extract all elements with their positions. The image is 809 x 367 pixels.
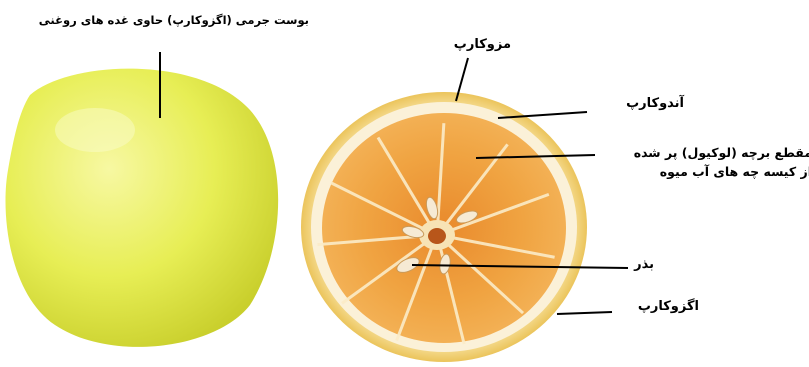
whole-lemon: [5, 69, 278, 347]
label-mesocarp: مزوکارپ: [454, 38, 511, 53]
label-endocarp: آندوکارپ: [626, 97, 684, 112]
whole-lemon-highlight: [55, 108, 135, 152]
leader-exocarp: [557, 312, 612, 314]
cut-lemon: [301, 92, 587, 362]
label-exocarp: اگزوکارپ: [638, 300, 699, 315]
label-segment-line2: از کیسه چه های آب میوه: [660, 165, 809, 179]
core-center: [428, 228, 446, 244]
whole-lemon-body: [5, 69, 278, 347]
label-seed: بذر: [634, 258, 654, 273]
label-peel: بوست جرمی (اگزوکارپ) حاوی غده های روغنی: [39, 14, 309, 27]
label-segment-line1: مقطع برچه (لوکیول) پر شده: [634, 146, 809, 160]
